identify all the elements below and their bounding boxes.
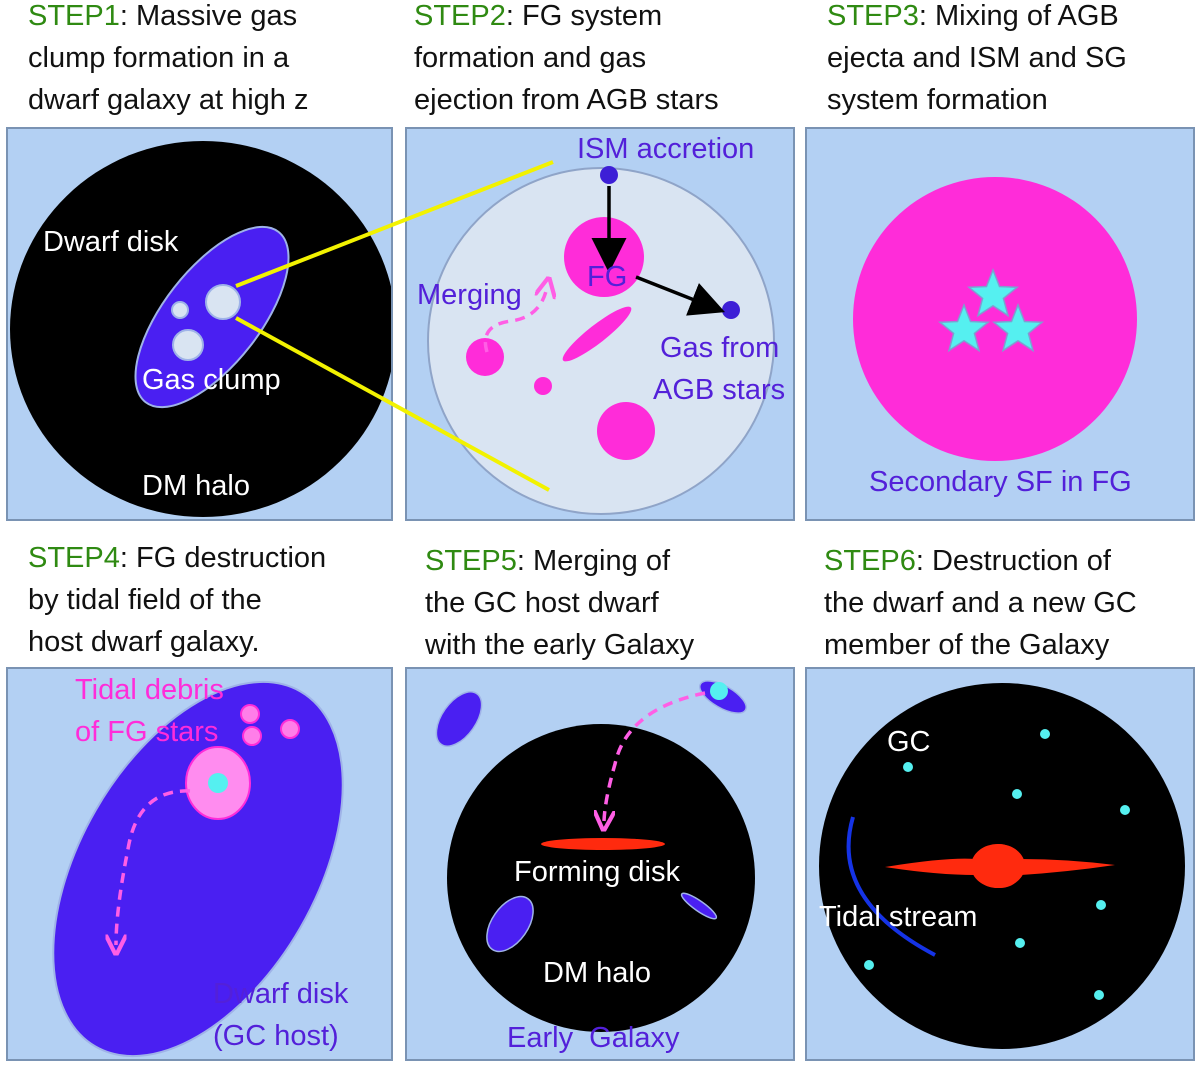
step4-caption-line1: : FG destruction (119, 542, 327, 574)
step4-label: STEP4 (28, 542, 120, 574)
dm-halo-label: DM halo (543, 957, 651, 989)
gc-dot-3 (1012, 789, 1022, 799)
step4-panel: Tidal debris of FG stars Dwarf disk (GC … (6, 667, 393, 1061)
galactic-bulge (971, 844, 1025, 888)
fg-system (853, 177, 1137, 461)
step1-caption: STEP1: Massive gas clump formation in a … (28, 0, 308, 121)
gas-clump-medium (172, 329, 204, 361)
satellite-dwarf-topleft (435, 691, 483, 747)
satellite-dwarf-inner (486, 895, 534, 953)
step6-caption-line2: the dwarf and a new GC (824, 587, 1137, 619)
step2-diagram: ISM accretion FG Merging Gas from AGB st… (417, 133, 785, 515)
gc-dot-5 (1096, 900, 1106, 910)
step3-panel: Secondary SF in FG (805, 127, 1195, 521)
tidal-debris-label-2: of FG stars (75, 716, 218, 748)
step6-caption: STEP6: Destruction of the dwarf and a ne… (824, 540, 1137, 666)
agb-gas-label-1: Gas from (660, 332, 779, 364)
step4-caption-line2: by tidal field of the (28, 584, 262, 616)
step1-label: STEP1 (28, 0, 120, 32)
dwarf-disk-label: Dwarf disk (213, 978, 349, 1010)
gas-clump-small (171, 301, 189, 319)
gc-in-dwarf (710, 682, 728, 700)
dwarf-disk-label: Dwarf disk (43, 226, 179, 258)
step2-panel: ISM accretion FG Merging Gas from AGB st… (405, 127, 795, 521)
agb-gas-dot (722, 301, 740, 319)
debris-clump-3 (280, 719, 300, 739)
satellite-dwarf-small (680, 892, 718, 920)
tidal-stream-label: Tidal stream (819, 901, 977, 933)
tidal-debris-arrow (116, 789, 191, 945)
step3-caption-line3: system formation (827, 84, 1048, 116)
debris-clump-2 (242, 726, 262, 746)
magenta-clump-small (534, 377, 552, 395)
secondary-sf-label: Secondary SF in FG (869, 466, 1132, 498)
gas-clump-label: Gas clump (142, 364, 281, 396)
sg-star-icon-top (967, 267, 1019, 318)
magenta-clump-bottom (597, 402, 655, 460)
step6-caption-line1: : Destruction of (915, 545, 1111, 577)
step3-label: STEP3 (827, 0, 919, 32)
fg-label: FG (587, 261, 627, 293)
forming-disk-shape (541, 838, 665, 850)
step1-caption-line2: clump formation in a (28, 42, 290, 74)
step6-caption-line3: member of the Galaxy (824, 629, 1110, 661)
step2-caption-line2: formation and gas (414, 42, 647, 74)
gc-dot-4 (1120, 805, 1130, 815)
sg-star-icon-right (992, 302, 1044, 353)
magenta-filament (562, 306, 632, 362)
step5-caption-line3: with the early Galaxy (425, 629, 695, 661)
step3-caption: STEP3: Mixing of AGB ejecta and ISM and … (827, 0, 1127, 121)
gc-dot-6 (1015, 938, 1025, 948)
step3-caption-line1: : Mixing of AGB (918, 0, 1119, 32)
step4-diagram: Tidal debris of FG stars Dwarf disk (GC … (52, 674, 349, 1058)
step1-panel: Dwarf disk Gas clump DM halo (6, 127, 393, 521)
forming-disk-label: Forming disk (514, 856, 680, 888)
gc-label: GC (887, 726, 931, 758)
step6-label: STEP6 (824, 545, 916, 577)
dm-halo-label: DM halo (142, 470, 250, 502)
step1-caption-line3: dwarf galaxy at high z (28, 84, 309, 116)
gc-dot-7 (864, 960, 874, 970)
ism-accretion-label: ISM accretion (577, 133, 754, 165)
step5-caption: STEP5: Merging of the GC host dwarf with… (425, 540, 694, 666)
tidal-stream-arc (846, 816, 936, 957)
step5-label: STEP5 (425, 545, 517, 577)
step3-diagram: Secondary SF in FG (853, 177, 1137, 498)
gas-clump-large (205, 284, 241, 320)
early-galaxy-label: Early Galaxy (507, 1022, 680, 1054)
ism-accretion-dot (600, 166, 618, 184)
infall-arrow (604, 691, 706, 821)
step4-caption-line3: host dwarf galaxy. (28, 626, 260, 658)
merging-label: Merging (417, 279, 522, 311)
gc-core (208, 773, 228, 793)
gc-host-label: (GC host) (213, 1020, 339, 1052)
step2-caption-line3: ejection from AGB stars (414, 84, 719, 116)
step2-label: STEP2 (414, 0, 506, 32)
gc-dot-1 (903, 762, 913, 772)
step2-caption: STEP2: FG system formation and gas eject… (414, 0, 719, 121)
debris-clump-1 (240, 704, 260, 724)
dwarf-disk-host (52, 680, 344, 1058)
step3-caption-line2: ejecta and ISM and SG (827, 42, 1127, 74)
step6-diagram: GC Tidal stream (819, 683, 1185, 1049)
step5-diagram: Forming disk DM halo Early Galaxy (435, 680, 755, 1054)
step1-diagram: Dwarf disk Gas clump DM halo (10, 141, 391, 517)
step4-caption: STEP4: FG destruction by tidal field of … (28, 537, 326, 663)
sg-star-icon-left (938, 302, 990, 353)
step1-caption-line1: : Massive gas (119, 0, 298, 32)
step6-panel: GC Tidal stream (805, 667, 1195, 1061)
gc-dot-8 (1094, 990, 1104, 1000)
agb-gas-label-2: AGB stars (653, 374, 785, 406)
gc-dot-2 (1040, 729, 1050, 739)
step5-caption-line1: : Merging of (516, 545, 671, 577)
agb-ejection-arrow (635, 275, 726, 316)
tidal-debris-label-1: Tidal debris (75, 674, 224, 706)
step2-caption-line1: : FG system (505, 0, 663, 32)
step5-panel: Forming disk DM halo Early Galaxy (405, 667, 795, 1061)
dm-halo (447, 724, 755, 1032)
step5-caption-line2: the GC host dwarf (425, 587, 659, 619)
